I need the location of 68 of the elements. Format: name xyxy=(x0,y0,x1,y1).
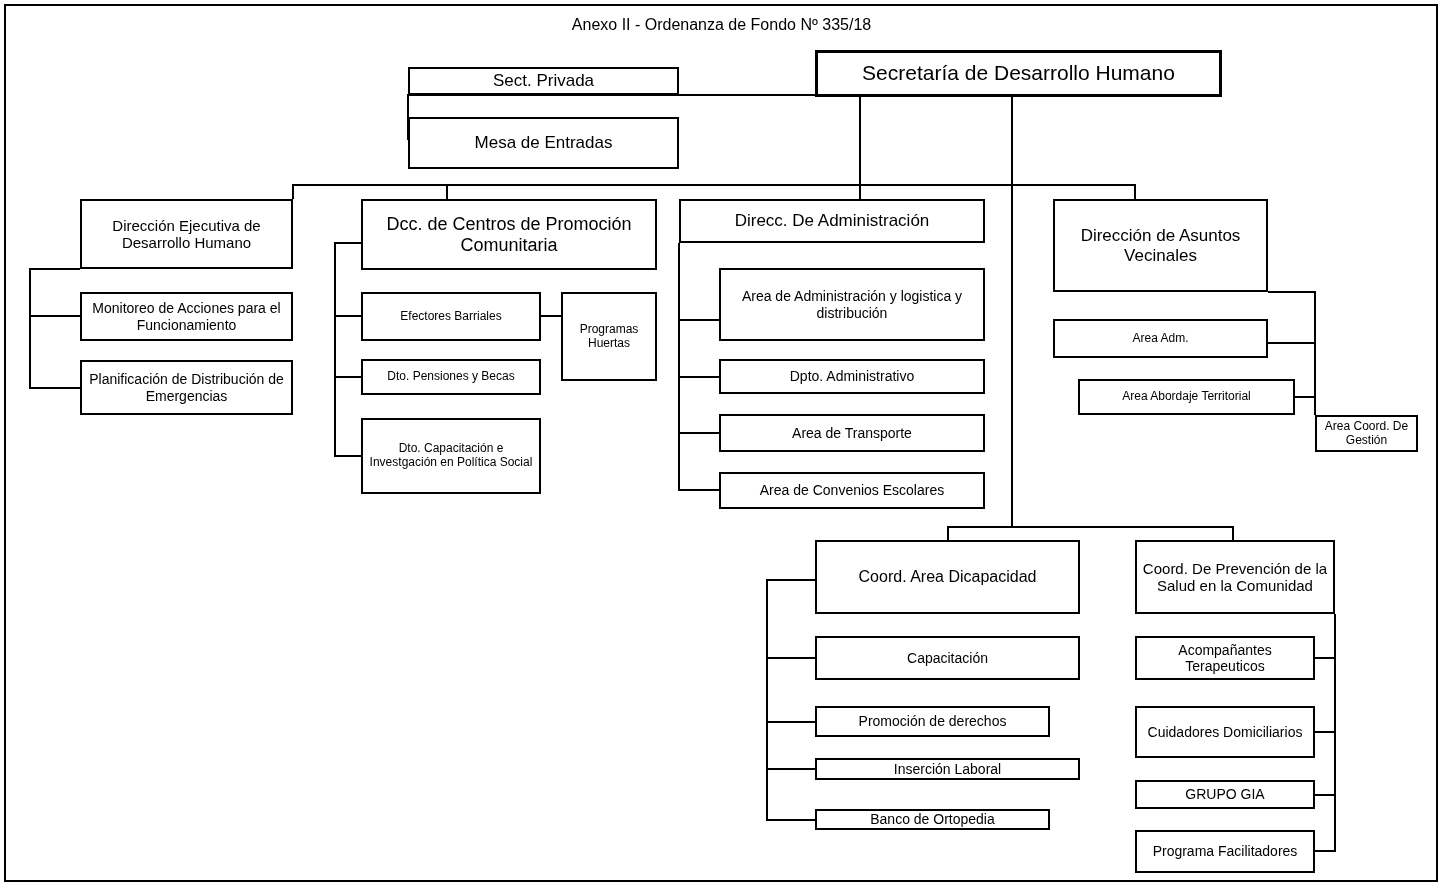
org-box xyxy=(719,414,985,452)
unit-name: Secretaría de Desarrollo Humano xyxy=(862,61,1175,86)
unit-name: Dpto. Administrativo xyxy=(789,368,915,385)
org-box xyxy=(1078,379,1295,415)
org-box xyxy=(361,359,541,395)
org-box xyxy=(408,117,679,169)
unit-name: Efectores Barriales xyxy=(400,309,502,324)
unit-name: Area de Transporte xyxy=(792,424,912,442)
unit-name: Dcc. de Centros de Promoción Comunitaria xyxy=(385,213,633,256)
org-box xyxy=(815,540,1080,614)
org-box xyxy=(815,758,1080,780)
connector-line xyxy=(540,315,562,317)
unit-name: Capacitación xyxy=(907,649,988,667)
org-box xyxy=(719,472,985,509)
unit-name: Area Adm. xyxy=(1132,331,1189,346)
unit-name: Direcc. De Administración xyxy=(734,211,930,231)
unit-name: Planificación de Distribución de Emergencias xyxy=(88,371,285,404)
org-box xyxy=(815,636,1080,680)
unit-name: Banco de Ortopedia xyxy=(870,811,995,828)
unit-name: Mesa de Entradas xyxy=(474,133,613,153)
org-box xyxy=(361,199,657,270)
org-box xyxy=(815,809,1050,830)
unit-name: Cuidadores Domiciliarios xyxy=(1147,723,1303,741)
org-box xyxy=(679,199,985,243)
unit-name: Area de Administración y logistica y distribución xyxy=(740,288,964,321)
org-box xyxy=(815,706,1050,737)
org-box xyxy=(561,292,657,381)
org-box xyxy=(1315,415,1418,452)
unit-name: Dto. Capacitación e Investgación en Política Social xyxy=(368,442,534,470)
unit-name: Area Abordaje Territorial xyxy=(1122,390,1251,404)
unit-name: Monitoreo de Acciones para el Funcionamiento xyxy=(91,300,282,333)
connector-line xyxy=(1314,613,1336,852)
org-box xyxy=(361,292,541,341)
unit-name: Area Coord. De Gestión xyxy=(1323,419,1410,448)
org-box xyxy=(1135,830,1315,873)
unit-name: GRUPO GIA xyxy=(1185,786,1265,803)
diagram-title: Anexo II - Ordenanza de Fondo Nº 335/18 xyxy=(571,16,872,34)
org-box xyxy=(80,292,293,341)
org-box xyxy=(1053,319,1268,358)
unit-name: Coord. De Prevención de la Salud en la Comunidad xyxy=(1141,559,1329,595)
connector-line xyxy=(678,242,720,491)
unit-name: Dirección de Asuntos Vecinales xyxy=(1079,225,1242,266)
org-box xyxy=(719,268,985,341)
unit-name: Area de Convenios Escolares xyxy=(759,482,945,499)
org-box xyxy=(361,418,541,494)
unit-name: Dto. Pensiones y Becas xyxy=(387,370,515,384)
unit-name: Inserción Laboral xyxy=(893,760,1002,778)
connector-line xyxy=(766,579,816,821)
org-box xyxy=(1135,540,1335,614)
unit-name: Promoción de derechos xyxy=(858,713,1007,730)
org-box xyxy=(815,50,1222,97)
connector-line xyxy=(859,96,1136,200)
org-box xyxy=(1135,780,1315,809)
unit-name: Programa Facilitadores xyxy=(1152,843,1298,860)
unit-name: Dirección Ejecutiva de Desarrollo Humano xyxy=(111,216,262,252)
org-box xyxy=(1053,199,1268,292)
org-box xyxy=(719,359,985,394)
org-box xyxy=(1135,706,1315,758)
org-box xyxy=(1135,636,1315,680)
org-box xyxy=(80,199,293,269)
unit-name: Acompañantes Terapeuticos xyxy=(1177,641,1273,675)
unit-name: Sect. Privada xyxy=(492,71,595,91)
org-box xyxy=(408,67,679,95)
org-box xyxy=(80,360,293,415)
unit-name: Programas Huertas xyxy=(578,322,640,351)
unit-name: Coord. Area Dicapacidad xyxy=(858,567,1037,587)
connector-line xyxy=(334,242,362,457)
connector-line xyxy=(29,268,81,389)
